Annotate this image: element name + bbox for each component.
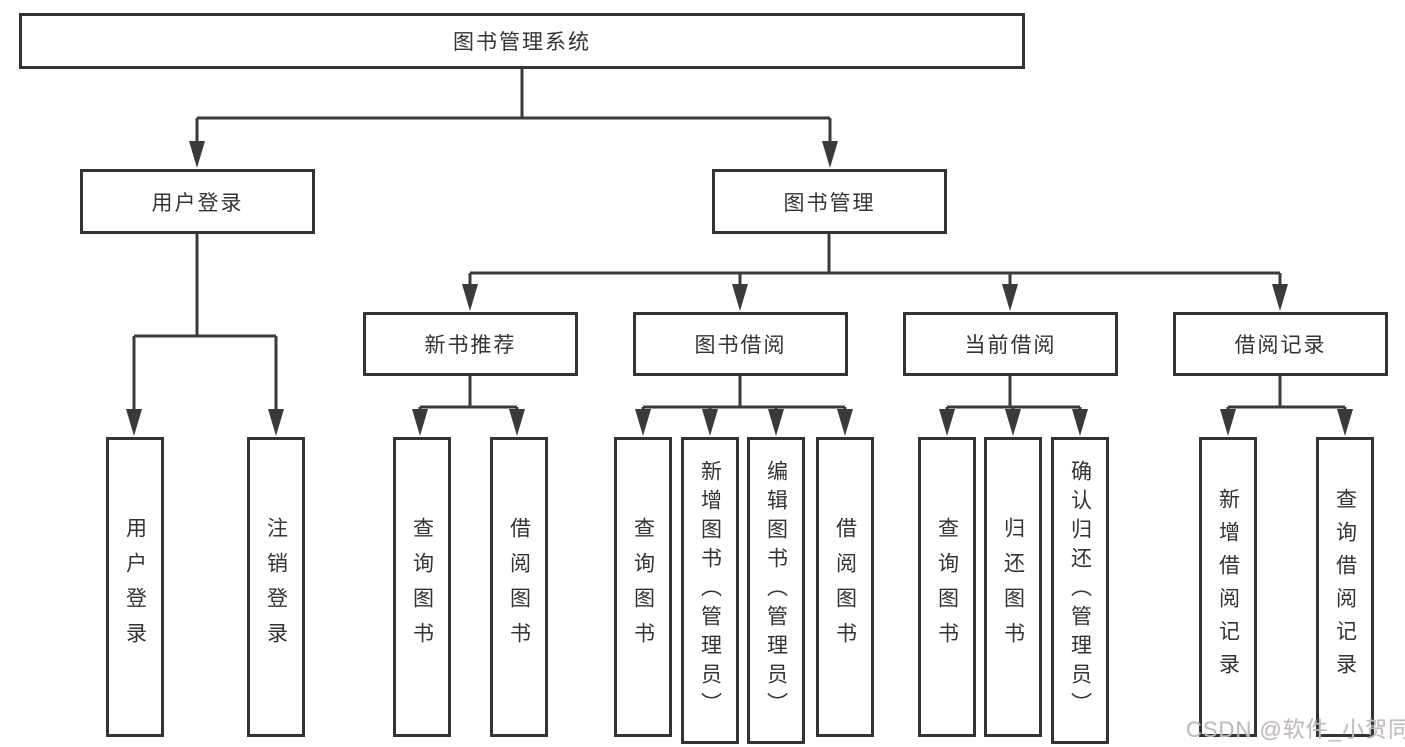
- arrowhead: [126, 409, 142, 436]
- arrowhead: [189, 141, 205, 168]
- arrowhead: [837, 409, 853, 436]
- leaf-current-return-books: 归还图书: [984, 437, 1042, 737]
- node-label: 图书借阅: [694, 334, 787, 357]
- arrowhead: [1002, 284, 1018, 311]
- arrowhead: [1220, 409, 1236, 436]
- leaf-label: 归还图书: [1001, 517, 1025, 657]
- leaf-label: 注销登录: [264, 517, 288, 657]
- arrowhead: [635, 409, 651, 436]
- node-current-borrowing: 当前借阅: [903, 312, 1118, 376]
- node-borrowing-records: 借阅记录: [1173, 312, 1388, 376]
- leaf-borrowing-edit-books-admin: 编辑图书（管理员）: [747, 437, 805, 744]
- node-label: 新书推荐: [424, 334, 517, 357]
- leaf-label: 用户登录: [123, 517, 147, 657]
- arrowhead: [939, 409, 955, 436]
- leaf-label: 借阅图书: [833, 517, 857, 657]
- leaf-user-login: 用户登录: [106, 437, 164, 737]
- arrowhead: [412, 409, 428, 436]
- csdn-watermark: CSDN @软件_小贺同学: [1186, 717, 1405, 742]
- arrowhead: [768, 409, 784, 436]
- leaf-label: 新增借阅记录: [1216, 488, 1240, 686]
- leaf-label: 新增图书（管理员）: [698, 460, 722, 721]
- leaf-label: 编辑图书（管理员）: [764, 460, 788, 721]
- arrowhead: [509, 409, 525, 436]
- node-label: 用户登录: [151, 191, 244, 215]
- leaf-newbook-borrow-books: 借阅图书: [490, 437, 548, 737]
- arrowhead: [1272, 284, 1288, 311]
- leaf-borrowing-borrow-books: 借阅图书: [816, 437, 874, 737]
- leaf-current-confirm-return-admin: 确认归还（管理员）: [1051, 437, 1109, 744]
- leaf-label: 查询图书: [935, 517, 959, 657]
- leaf-label: 确认归还（管理员）: [1068, 460, 1092, 721]
- arrowhead: [702, 409, 718, 436]
- leaf-label: 借阅图书: [507, 517, 531, 657]
- node-label: 图书管理: [783, 191, 876, 215]
- arrowhead: [1072, 409, 1088, 436]
- node-label: 当前借阅: [964, 334, 1057, 357]
- leaf-borrowing-add-books-admin: 新增图书（管理员）: [681, 437, 739, 744]
- arrowhead: [1337, 409, 1353, 436]
- node-book-management: 图书管理: [712, 169, 947, 234]
- arrowhead: [822, 141, 838, 168]
- arrowhead: [268, 409, 284, 436]
- node-library-management-system: 图书管理系统: [19, 13, 1025, 69]
- leaf-borrowing-query-books: 查询图书: [614, 437, 672, 737]
- node-book-borrowing: 图书借阅: [633, 312, 848, 376]
- leaf-label: 查询图书: [410, 517, 434, 657]
- node-label: 借阅记录: [1234, 334, 1327, 357]
- node-new-book-recommend: 新书推荐: [363, 312, 578, 376]
- leaf-newbook-query-books: 查询图书: [393, 437, 451, 737]
- leaf-logout-login: 注销登录: [247, 437, 305, 737]
- node-label: 图书管理系统: [453, 31, 591, 54]
- leaf-records-query-borrow-record: 查询借阅记录: [1316, 437, 1374, 737]
- arrowhead: [732, 284, 748, 311]
- arrowhead: [462, 284, 478, 311]
- leaf-label: 查询图书: [631, 517, 655, 657]
- leaf-label: 查询借阅记录: [1333, 488, 1357, 686]
- leaf-records-add-borrow-record: 新增借阅记录: [1199, 437, 1257, 737]
- arrowhead: [1005, 409, 1021, 436]
- leaf-current-query-books: 查询图书: [918, 437, 976, 737]
- node-user-login: 用户登录: [80, 169, 315, 234]
